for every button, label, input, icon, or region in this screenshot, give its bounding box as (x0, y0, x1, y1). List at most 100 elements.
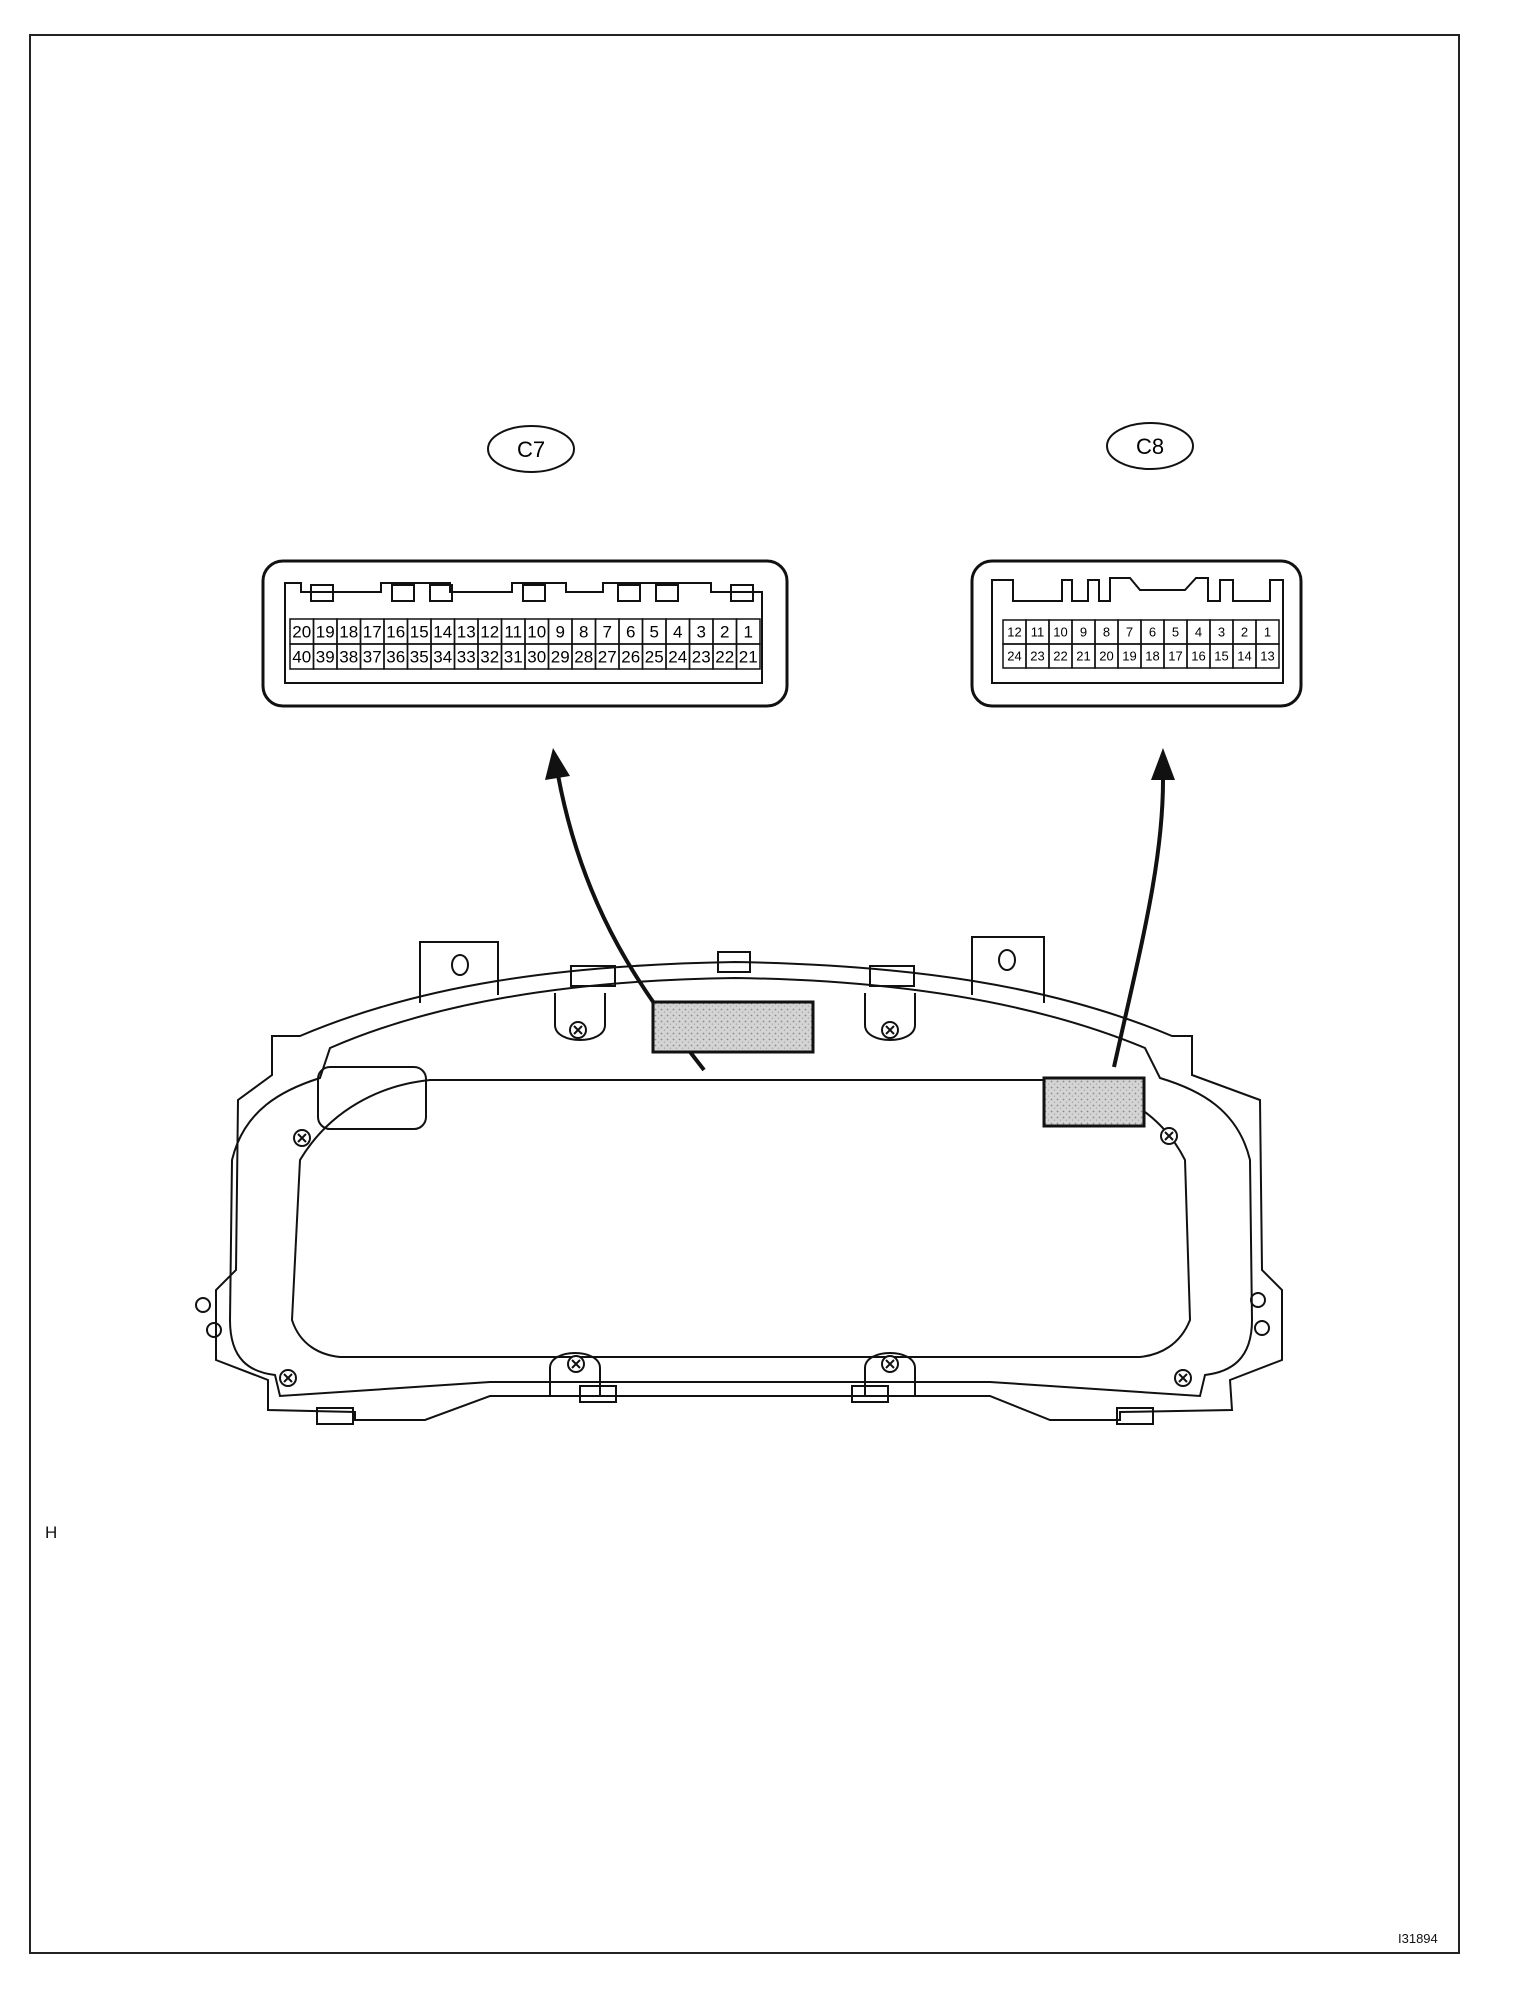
c8-pin-number: 2 (1241, 625, 1248, 640)
c7-pin-cell (735, 643, 761, 670)
figure-frame (29, 34, 1460, 1954)
c7-pin-number: 33 (457, 648, 476, 667)
c8-pin-number: 10 (1053, 625, 1067, 640)
side-letter: H (45, 1523, 58, 1542)
c8-pin-number: 12 (1007, 625, 1021, 640)
c7-pin-number: 13 (457, 623, 476, 642)
c7-pin-number: 26 (621, 648, 640, 667)
c7-pin-number: 28 (574, 648, 593, 667)
arrow-to-c8 (1112, 774, 1166, 1068)
c7-pin-number: 20 (292, 623, 311, 642)
c7-pin-number: 30 (527, 648, 546, 667)
c7-pin-number: 37 (363, 648, 382, 667)
c8-pin-number: 5 (1172, 625, 1179, 640)
arrow-to-c7-head (545, 748, 570, 780)
c7-pin-number: 27 (598, 648, 617, 667)
right-tab-hole (998, 949, 1016, 971)
c8-pin-number: 23 (1030, 649, 1044, 664)
c8-pin-number: 16 (1191, 649, 1205, 664)
c7-pin-number: 11 (504, 623, 522, 642)
screw-boss-top-left (554, 993, 606, 1041)
c7-pin-number: 24 (668, 648, 687, 667)
c8-pin-number: 19 (1122, 649, 1136, 664)
screws (279, 1021, 1192, 1387)
c8-pin-number: 21 (1076, 649, 1090, 664)
c7-housing (261, 559, 789, 708)
c7-pin-number: 34 (433, 648, 452, 667)
right-side-hole-1 (1250, 1292, 1266, 1308)
c8-pin-number: 14 (1237, 649, 1251, 664)
c8-pin-number: 18 (1145, 649, 1159, 664)
c7-pin-number: 19 (316, 623, 335, 642)
top-clip-right (869, 965, 915, 987)
c8-pin-number: 11 (1031, 625, 1045, 640)
bottom-clip-2 (579, 1385, 617, 1403)
c7-pin-number: 17 (363, 623, 382, 642)
c7-pin-number: 6 (626, 623, 635, 642)
c7-pin-number: 35 (410, 648, 429, 667)
c7-pin-number: 7 (603, 623, 612, 642)
c8-label: C8 (1136, 434, 1164, 459)
screw-cross (283, 1373, 293, 1383)
top-clip-center (717, 951, 751, 973)
left-tab-hole (451, 954, 469, 976)
c7-socket-on-meter (651, 1000, 815, 1054)
c8-pin-number: 1 (1264, 625, 1271, 640)
c7-pin-number: 5 (650, 623, 659, 642)
c7-pin-number: 9 (556, 623, 565, 642)
screw-boss-bottom-right (864, 1352, 916, 1396)
c7-label: C7 (517, 437, 545, 462)
c8-inner-outline (991, 577, 1284, 684)
c8-pin-number: 8 (1103, 625, 1110, 640)
screw-cross (297, 1133, 307, 1143)
screw-cross (885, 1025, 895, 1035)
c8-pin-cell (1255, 643, 1280, 669)
c8-housing (970, 559, 1303, 708)
c7-pin-number: 22 (715, 648, 734, 667)
c7-pin-number: 4 (673, 623, 682, 642)
c8-pin-number: 9 (1080, 625, 1087, 640)
c7-pin-number: 39 (316, 648, 335, 667)
left-mounting-tab (419, 941, 499, 1003)
screw-cross (1178, 1373, 1188, 1383)
left-side-hole-1 (195, 1297, 211, 1313)
c8-pin-number: 15 (1214, 649, 1228, 664)
c8-pin-number: 3 (1218, 625, 1225, 640)
c7-pin-number: 12 (480, 623, 499, 642)
c8-label-group: C8 (1106, 422, 1194, 470)
c8-label-ellipse (1106, 422, 1194, 470)
c7-pin-number: 1 (744, 623, 753, 642)
arrows (545, 748, 1175, 1072)
c8-pin-number: 6 (1149, 625, 1156, 640)
c7-pin-number: 8 (579, 623, 588, 642)
c7-pin-number: 16 (386, 623, 405, 642)
bottom-clip-3 (851, 1385, 889, 1403)
c7-pin-number: 3 (697, 623, 706, 642)
meter-inner-outline (228, 976, 1254, 1398)
c7-inner-outline (284, 582, 763, 684)
c7-pin-number: 14 (433, 623, 452, 642)
c7-pin-number: 18 (339, 623, 358, 642)
screw-cross (573, 1025, 583, 1035)
c7-pin-number: 36 (386, 648, 405, 667)
c7-pin-number: 21 (739, 648, 758, 667)
c8-pin-number: 13 (1260, 649, 1274, 664)
screw-cross (885, 1359, 895, 1369)
c7-latch-slots (310, 584, 754, 602)
c8-pin-number: 7 (1126, 625, 1133, 640)
c7-label-group: C7 (487, 425, 575, 473)
screw-cross (1164, 1131, 1174, 1141)
meter-outer-housing (215, 960, 1283, 1421)
screw-boss-top-right (864, 993, 916, 1041)
c7-pin-number: 32 (480, 648, 499, 667)
right-side-hole-2 (1254, 1320, 1270, 1336)
c7-label-ellipse (487, 425, 575, 473)
c8-pin-number: 20 (1099, 649, 1113, 664)
c7-pin-number: 38 (339, 648, 358, 667)
screw-cross (571, 1359, 581, 1369)
